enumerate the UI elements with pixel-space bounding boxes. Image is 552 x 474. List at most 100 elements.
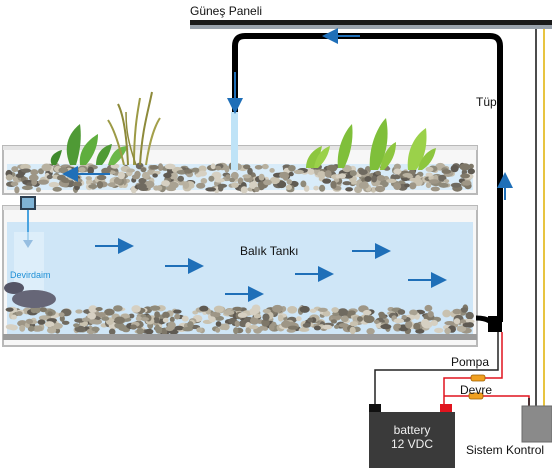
pebble [254, 165, 263, 170]
pebble [337, 308, 349, 317]
pebble [438, 182, 449, 188]
pebble [330, 319, 337, 324]
pebble [210, 311, 221, 318]
pebble [324, 170, 332, 178]
pebble [459, 319, 467, 324]
pebble [72, 181, 79, 187]
pebble [37, 179, 49, 185]
pebble [460, 173, 470, 179]
pebble [198, 165, 207, 173]
pebble [317, 171, 326, 179]
pebble [30, 307, 38, 314]
pebble [88, 305, 98, 313]
pebble [152, 173, 158, 178]
pebble [218, 185, 224, 192]
system-controller [521, 405, 552, 443]
pebble [191, 167, 200, 173]
pebble [338, 323, 349, 328]
pebble [58, 312, 65, 318]
pebble [286, 179, 293, 185]
pebble [233, 327, 239, 335]
fish-tank-label: Balık Tankı [240, 244, 299, 258]
pebble [140, 167, 147, 173]
pebble [279, 171, 290, 179]
pebble [450, 164, 459, 173]
pebble [245, 327, 252, 334]
pebble [288, 171, 294, 177]
pebble [223, 310, 235, 316]
pump-label: Pompa [451, 355, 490, 369]
pebble [425, 166, 434, 172]
pebble [397, 309, 406, 315]
pebble [404, 183, 410, 188]
pebble [370, 186, 377, 193]
pebble [113, 177, 122, 185]
pebble [345, 187, 353, 192]
pebble [409, 309, 418, 316]
pebble [156, 185, 163, 191]
pebble [317, 307, 328, 312]
pebble [153, 316, 160, 324]
water-stream [231, 112, 238, 170]
pebble [121, 313, 130, 319]
pebble [97, 312, 106, 318]
pebble [161, 180, 171, 187]
pebble [155, 326, 163, 334]
pebble [402, 173, 413, 178]
pebble [247, 167, 253, 176]
pebble [104, 308, 115, 316]
pebble [237, 312, 248, 318]
pebble [349, 180, 358, 185]
pebble [287, 306, 298, 314]
pebble [213, 305, 224, 313]
pebble [428, 179, 440, 184]
pebble [313, 325, 321, 331]
pebble [174, 325, 185, 331]
pebble [15, 173, 24, 178]
pebble [281, 320, 291, 328]
arrow-right-icon [95, 238, 447, 302]
pebble [205, 187, 217, 192]
pebble [465, 311, 474, 320]
pebble [430, 320, 438, 326]
pebble [136, 328, 144, 335]
pebble [424, 304, 433, 312]
pebble [101, 316, 110, 321]
pebble [38, 315, 50, 321]
pebble [393, 318, 405, 324]
pebble [330, 180, 337, 189]
pebble [271, 321, 277, 327]
pebble [249, 310, 257, 316]
pebble [27, 325, 35, 332]
pebble [61, 320, 70, 325]
pebble [358, 181, 369, 189]
pebble [373, 319, 380, 324]
pebble [145, 328, 154, 335]
pebble [38, 168, 44, 175]
pebble [78, 167, 86, 173]
pebble [74, 325, 86, 333]
pebble [254, 186, 260, 192]
pebble [288, 165, 296, 172]
plant-icon [50, 91, 436, 170]
pebble [349, 170, 357, 177]
pebble [415, 174, 421, 181]
pebble [47, 311, 53, 316]
pebble [163, 172, 172, 179]
pebble [169, 316, 175, 323]
pebble [32, 325, 43, 332]
pebble [136, 183, 147, 190]
pebble [184, 169, 193, 174]
pebble [126, 168, 135, 173]
pebble [46, 327, 57, 334]
pebble [357, 316, 363, 322]
pebble [378, 311, 385, 317]
pebble [413, 322, 421, 330]
pebble [467, 168, 475, 175]
pebble [187, 321, 194, 329]
pebble [272, 304, 283, 313]
pebble [277, 180, 287, 189]
pebble [295, 316, 302, 322]
circulation-label: Devirdaim [10, 270, 51, 280]
pebble [307, 168, 315, 175]
